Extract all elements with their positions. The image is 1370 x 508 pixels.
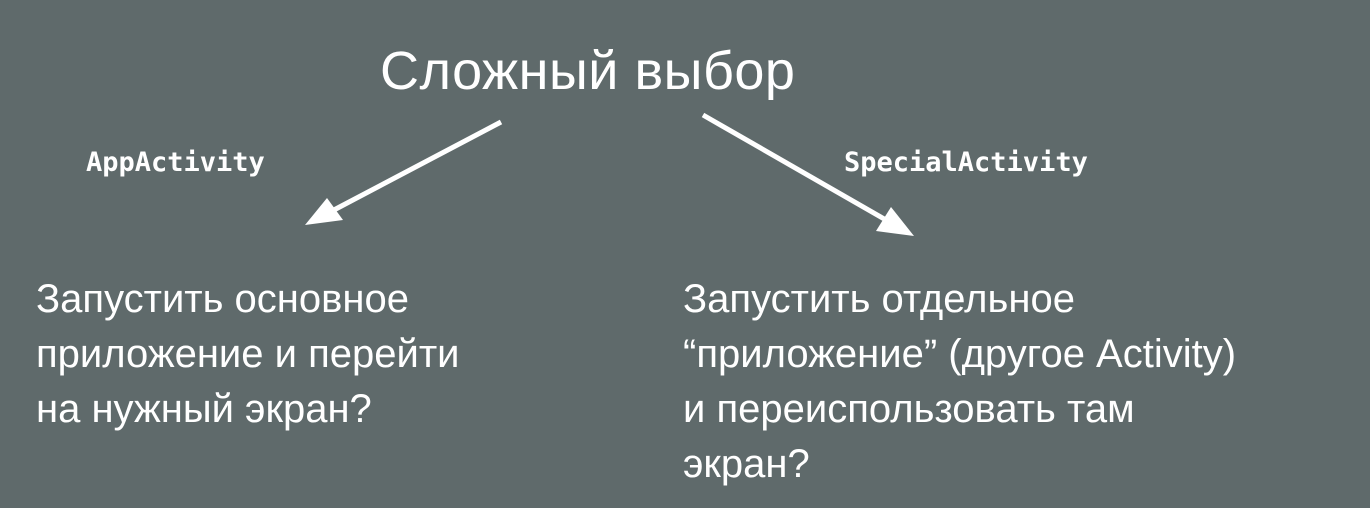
option-line: приложение и перейти — [36, 332, 460, 376]
option-main-app: Запустить основное приложение и перейти … — [36, 272, 460, 437]
option-line: на нужный экран? — [36, 387, 372, 431]
option-line: экран? — [683, 442, 810, 486]
arrow-right-icon — [701, 112, 914, 236]
option-line: Запустить отдельное — [683, 277, 1075, 321]
option-line: Запустить основное — [36, 277, 409, 321]
option-line: и переиспользовать там — [683, 387, 1135, 431]
option-separate-activity: Запустить отдельное “приложение” (другое… — [683, 272, 1236, 492]
option-line: “приложение” (другое Activity) — [683, 332, 1237, 376]
arrow-left-icon — [305, 119, 503, 225]
branch-label-app-activity: AppActivity — [86, 147, 265, 178]
diagram-title: Сложный выбор — [380, 41, 796, 101]
branch-label-special-activity: SpecialActivity — [844, 147, 1088, 178]
